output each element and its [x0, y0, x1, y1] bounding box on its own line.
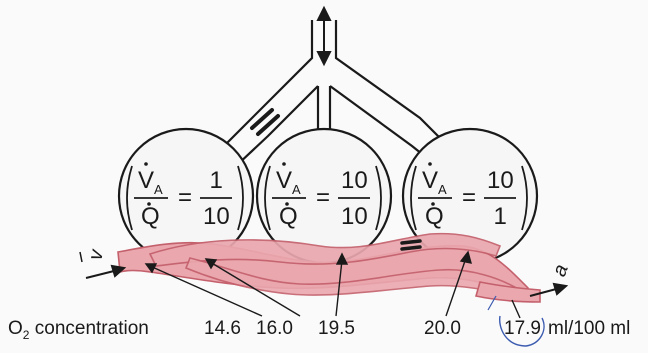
va-subscript: A	[438, 182, 447, 197]
airway	[217, 20, 449, 167]
value-pointers	[144, 250, 521, 319]
value-high-vq: 20.0	[424, 318, 461, 339]
equals-sign: =	[178, 184, 192, 211]
equals-sign: =	[316, 184, 330, 211]
dot-icon	[428, 162, 432, 166]
paren-right	[375, 165, 382, 231]
paren-right	[237, 165, 244, 231]
dot-icon	[431, 202, 435, 206]
venous-arrow	[85, 264, 127, 279]
q-symbol: Q	[141, 203, 160, 230]
ratio-numerator: 10	[487, 167, 514, 194]
q-symbol: Q	[279, 203, 298, 230]
venous-label: v	[84, 247, 108, 262]
value-normal-vq: 19.5	[318, 318, 355, 339]
airflow-double-arrow	[316, 5, 332, 67]
value-low-vq: 16.0	[256, 318, 293, 339]
va-symbol: V	[138, 167, 154, 194]
va-symbol: V	[276, 167, 292, 194]
arterial-arrow	[529, 282, 569, 297]
dot-icon	[144, 162, 148, 166]
ratio-denominator: 1	[494, 203, 507, 230]
annotation-circle	[499, 315, 545, 347]
paren-left	[126, 165, 133, 231]
value-venous: 14.6	[204, 318, 241, 339]
equals-sign: =	[462, 184, 476, 211]
annotation-tick	[487, 295, 497, 311]
dot-icon	[147, 202, 151, 206]
va-symbol: V	[422, 167, 438, 194]
va-subscript: A	[292, 182, 301, 197]
capillary-vessels	[117, 232, 541, 303]
ratio-numerator: 1	[210, 167, 223, 194]
value-arterial: 17.9	[504, 318, 541, 339]
left-airway-obstruction	[250, 108, 280, 136]
venous-bar	[79, 251, 83, 263]
va-subscript: A	[154, 182, 163, 197]
dot-icon	[282, 162, 286, 166]
arterial-label: a	[548, 262, 572, 280]
vessel-obstruction	[400, 239, 422, 251]
paren-left	[410, 165, 417, 231]
paren-left	[264, 165, 271, 231]
unit-label: ml/100 ml	[548, 318, 630, 339]
q-symbol: Q	[425, 203, 444, 230]
arterial-outflow-vessel	[474, 281, 541, 303]
ratio-denominator: 10	[203, 203, 230, 230]
ratio-denominator: 10	[341, 203, 368, 230]
paren-right	[521, 165, 528, 231]
dot-icon	[285, 202, 289, 206]
o2-concentration-label: O2 concentration	[8, 318, 149, 342]
ratio-numerator: 10	[341, 167, 368, 194]
